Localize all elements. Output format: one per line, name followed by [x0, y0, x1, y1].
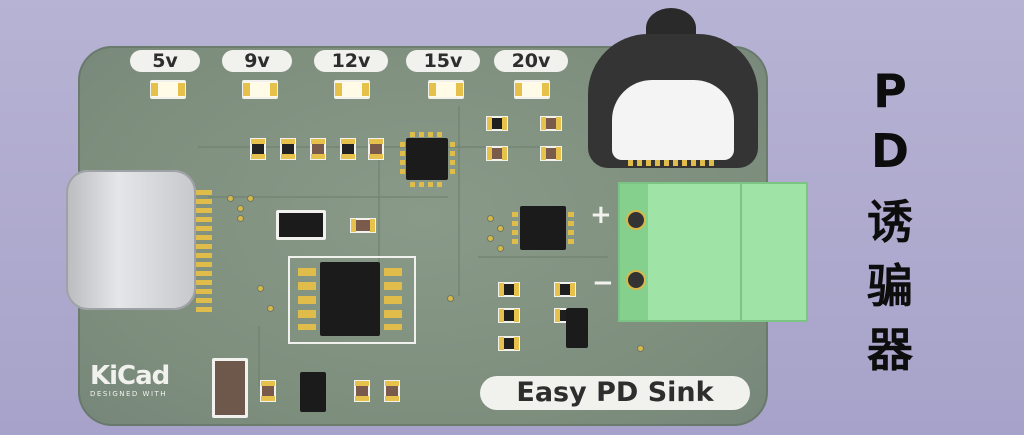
polarity-plus: +	[590, 200, 612, 230]
via	[268, 306, 273, 311]
chip-pins	[400, 142, 405, 178]
pd-controller-chip	[406, 138, 448, 180]
chip-pins	[298, 268, 316, 330]
side-title-char: 骗	[867, 259, 913, 313]
capacitor	[540, 146, 562, 161]
side-title-char: D	[870, 124, 910, 178]
via	[448, 296, 453, 301]
resistor	[260, 380, 276, 402]
led-20v	[514, 80, 550, 99]
chip-pins	[410, 182, 446, 187]
voltage-label-15v: 15v	[406, 50, 480, 72]
resistor	[310, 138, 326, 160]
capacitor	[276, 210, 326, 240]
holder-pins	[628, 160, 718, 166]
via	[498, 226, 503, 231]
voltage-label-9v: 9v	[222, 50, 292, 72]
led-15v	[428, 80, 464, 99]
via	[488, 236, 493, 241]
capacitor	[212, 358, 248, 418]
terminal-screw-icon	[626, 210, 646, 230]
sop8-chip	[320, 262, 380, 336]
chip-pins	[410, 132, 446, 137]
resistor	[368, 138, 384, 160]
via	[238, 206, 243, 211]
via	[248, 196, 253, 201]
via	[258, 286, 263, 291]
side-title-char: 诱	[867, 195, 913, 249]
voltage-label-5v: 5v	[130, 50, 200, 72]
trace	[478, 256, 608, 258]
board-title-label: Easy PD Sink	[480, 376, 750, 410]
polarity-minus: −	[592, 268, 614, 298]
terminal-side	[620, 184, 648, 320]
trace	[208, 196, 448, 198]
side-title-char: P	[873, 64, 907, 118]
led-5v	[150, 80, 186, 99]
screw-terminal-block	[618, 182, 808, 322]
led-9v	[242, 80, 278, 99]
via	[498, 246, 503, 251]
capacitor	[350, 218, 376, 233]
usb-c-connector	[66, 170, 196, 310]
kicad-logo-subtext: DESIGNED WITH	[90, 390, 168, 398]
resistor	[354, 380, 370, 402]
chip-pins	[568, 212, 574, 246]
kicad-logo: KiCad DESIGNED WITH	[90, 362, 180, 408]
terminal-screw-icon	[626, 270, 646, 290]
capacitor	[486, 146, 508, 161]
chip-pins	[512, 212, 518, 246]
chip-pins	[384, 268, 402, 330]
resistor	[384, 380, 400, 402]
chip-pins	[450, 142, 455, 178]
resistor	[498, 308, 520, 323]
mosfet-chip	[520, 206, 566, 250]
trace	[378, 146, 380, 266]
capacitor	[540, 116, 562, 131]
kicad-logo-text: KiCad	[90, 361, 170, 391]
holder-window	[612, 80, 734, 160]
via	[228, 196, 233, 201]
resistor	[340, 138, 356, 160]
resistor	[554, 282, 576, 297]
resistor	[250, 138, 266, 160]
via	[638, 346, 643, 351]
chip-outline	[288, 256, 416, 344]
transistor	[566, 308, 588, 348]
led-12v	[334, 80, 370, 99]
via	[238, 216, 243, 221]
resistor	[486, 116, 508, 131]
usb-pins	[196, 190, 212, 316]
voltage-label-20v: 20v	[494, 50, 568, 72]
trace	[258, 326, 260, 386]
resistor	[280, 138, 296, 160]
resistor	[498, 282, 520, 297]
side-title-char: 器	[867, 323, 913, 377]
terminal-seam	[740, 184, 742, 320]
resistor	[498, 336, 520, 351]
via	[488, 216, 493, 221]
voltage-label-12v: 12v	[314, 50, 388, 72]
trace	[458, 106, 460, 296]
coin-cell-holder	[588, 8, 758, 173]
transistor	[300, 372, 326, 412]
